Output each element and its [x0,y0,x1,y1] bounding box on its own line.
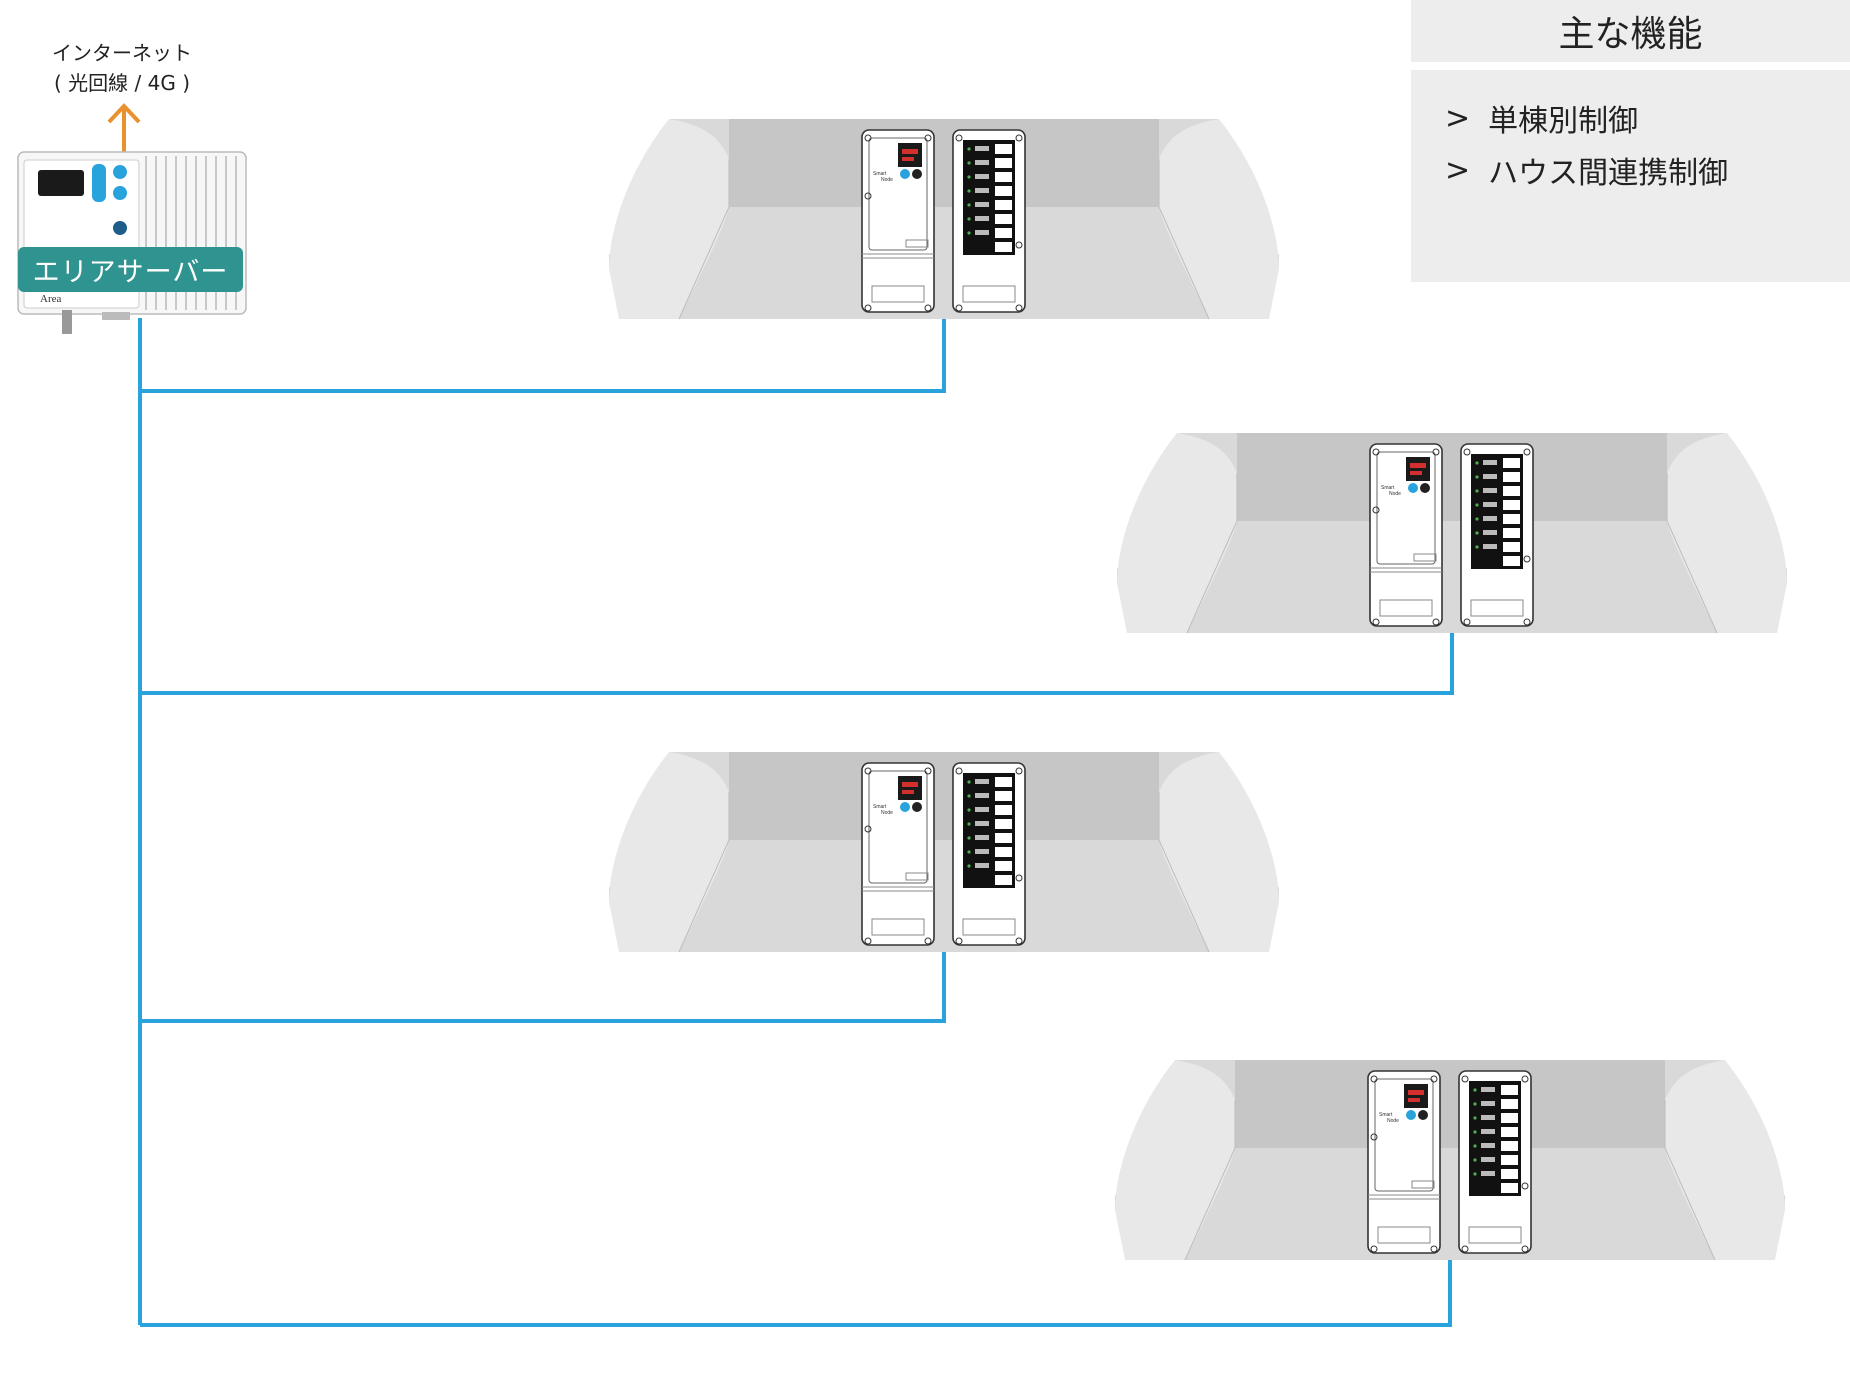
branch-line-2 [140,632,1454,695]
branch-line-4 [140,1256,1452,1327]
device-smart-label-1: Smart [873,171,887,177]
internet-label-line1: インターネット [52,41,192,65]
chevron-right-icon: > [1445,100,1471,136]
device-node-label-4: Node [1387,1118,1399,1124]
greenhouse-1 [608,118,1280,320]
device-smart-label-3: Smart [873,804,887,810]
branch-line-1 [140,318,946,393]
device-node-label-1: Node [881,177,893,183]
branch-line-3 [140,950,946,1023]
greenhouse-2 [1116,432,1788,634]
features-panel: > 単棟別制御 > ハウス間連携制御 [1411,70,1850,282]
greenhouse-3 [608,751,1280,953]
internet-arrow [107,103,141,152]
server-brand: Area [40,293,61,305]
device-smart-label-2: Smart [1381,485,1395,491]
device-node-label-3: Node [881,810,893,816]
device-node-label-2: Node [1389,491,1401,497]
internet-label: インターネット ( 光回線 / 4G ) [22,38,222,98]
features-title: 主な機能 [1411,0,1850,62]
area-server-label: エリアサーバー [18,247,243,292]
area-server [17,151,247,334]
feature-item-label: 単棟別制御 [1488,104,1639,139]
feature-item: > ハウス間連携制御 [1445,148,1728,192]
feature-item-label: ハウス間連携制御 [1488,156,1729,191]
feature-item: > 単棟別制御 [1445,96,1638,140]
chevron-right-icon: > [1445,152,1471,188]
network-lines [138,318,1454,1327]
greenhouse-4 [1114,1059,1786,1261]
internet-label-line2: ( 光回線 / 4G ) [54,71,190,95]
device-smart-label-4: Smart [1379,1112,1393,1118]
